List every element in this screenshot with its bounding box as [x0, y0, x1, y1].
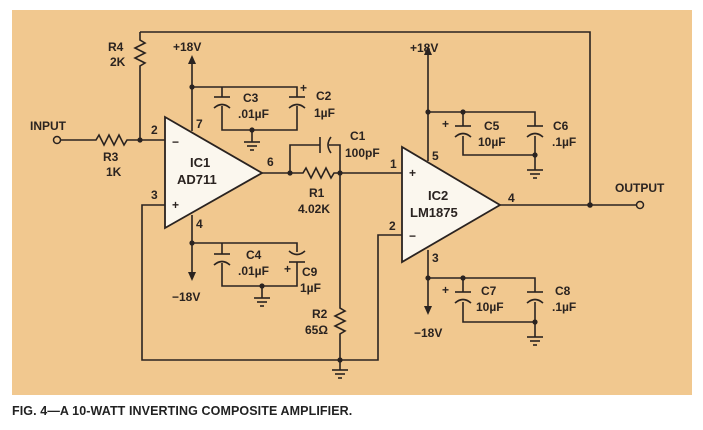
c1-wires	[289, 144, 341, 173]
ic1-pin2: 2	[151, 123, 158, 137]
capacitor-c7	[454, 291, 472, 304]
ic2-vneg-bypass-wires	[428, 277, 536, 337]
r3-value: 1K	[106, 165, 122, 179]
ground-icon	[527, 336, 543, 346]
c1-value: 100pF	[345, 146, 380, 160]
capacitor-c4	[213, 253, 231, 266]
circuit-schematic: R4 2K INPUT R3 1K IC1 AD711 − + 2 3 6 7 …	[30, 31, 665, 379]
ic1-opamp	[164, 115, 264, 230]
capacitor-c6	[526, 125, 544, 138]
c2-polarity: +	[300, 81, 307, 95]
ic1-vpos-bypass-wires	[192, 86, 298, 142]
output-terminal[interactable]	[635, 200, 645, 210]
c9-polarity: +	[284, 262, 291, 276]
c1-name: C1	[350, 129, 366, 143]
ic1-vneg-label: −18V	[172, 290, 200, 304]
c6-name: C6	[553, 119, 569, 133]
ic1-vneg-bypass-wires	[192, 242, 298, 298]
ic2-vpos-bypass-wires	[428, 111, 536, 170]
ground-icon	[254, 297, 270, 307]
ic1-plus: +	[172, 198, 179, 212]
c2-name: C2	[316, 89, 332, 103]
r2-name: R2	[312, 307, 328, 321]
ic2-pin1: 1	[390, 157, 397, 171]
ic2-pin5: 5	[432, 149, 439, 163]
input-terminal[interactable]	[52, 135, 62, 145]
ic2-vneg-label: −18V	[414, 326, 442, 340]
c8-name: C8	[555, 284, 571, 298]
junction-dot	[532, 319, 538, 325]
capacitor-c9	[288, 250, 306, 263]
ic2-plus: +	[409, 166, 416, 180]
ic1-pin3: 3	[151, 188, 158, 202]
ic1-name: IC1	[190, 155, 210, 170]
c9-name: C9	[302, 265, 318, 279]
resistor-r3	[61, 133, 165, 147]
ic1-pin6: 6	[267, 155, 274, 169]
ic2-part: LM1875	[410, 205, 458, 220]
ic2-name: IC2	[428, 188, 448, 203]
arrow-up-icon	[424, 46, 432, 55]
c7-value: 10µF	[476, 300, 504, 314]
c4-name: C4	[246, 248, 262, 262]
c6-value: .1µF	[552, 135, 576, 149]
ic1-minus: −	[172, 135, 179, 149]
capacitor-c8	[526, 291, 544, 304]
ic2-pin3: 3	[432, 251, 439, 265]
arrow-up-icon	[188, 55, 196, 64]
r3-name: R3	[103, 150, 119, 164]
feedback-wire	[140, 31, 591, 205]
junction-dot	[587, 202, 593, 208]
bottom-loop-wire	[141, 204, 402, 361]
arrow-down-icon	[188, 272, 196, 281]
figure-caption: FIG. 4—A 10-WATT INVERTING COMPOSITE AMP…	[12, 404, 353, 418]
c3-name: C3	[243, 91, 259, 105]
capacitor-c3	[213, 96, 231, 109]
ground-icon	[244, 141, 260, 151]
junction-dot	[532, 152, 538, 158]
resistor-r2	[333, 173, 347, 370]
r1-value: 4.02K	[298, 202, 330, 216]
c4-value: .01µF	[238, 264, 269, 278]
c3-value: .01µF	[238, 107, 269, 121]
input-label: INPUT	[30, 119, 67, 133]
ic2-pin4: 4	[508, 191, 515, 205]
ic2-vpos-label: +18V	[410, 41, 438, 55]
resistor-r1	[262, 166, 402, 180]
ground-icon	[332, 369, 348, 379]
ic1-pin7: 7	[196, 117, 203, 131]
ic2-opamp	[401, 145, 502, 264]
ic2-minus: −	[409, 229, 416, 243]
r4-value: 2K	[110, 55, 126, 69]
resistor-r4	[133, 32, 147, 140]
r2-value: 65Ω	[305, 323, 328, 337]
r4-name: R4	[108, 40, 124, 54]
junction-dot	[259, 283, 265, 289]
r1-name: R1	[309, 186, 325, 200]
schematic-panel	[12, 10, 692, 395]
c7-name: C7	[481, 284, 497, 298]
c7-polarity: +	[442, 283, 449, 297]
ic2-pin2: 2	[389, 219, 396, 233]
c5-polarity: +	[442, 117, 449, 131]
c8-value: .1µF	[552, 300, 576, 314]
c5-name: C5	[484, 119, 500, 133]
c2-value: 1µF	[314, 106, 335, 120]
ic1-part: AD711	[177, 172, 217, 187]
capacitor-c2	[288, 96, 306, 109]
junction-dot	[249, 127, 255, 133]
ic1-vpos-label: +18V	[173, 40, 201, 54]
capacitor-c5	[454, 125, 472, 138]
capacitor-c1	[319, 136, 332, 154]
ic1-pin4: 4	[196, 217, 203, 231]
junction-dot	[137, 137, 143, 143]
c9-value: 1µF	[300, 281, 321, 295]
ground-icon	[527, 169, 543, 179]
c5-value: 10µF	[478, 135, 506, 149]
arrow-down-icon	[424, 306, 432, 315]
output-label: OUTPUT	[615, 181, 665, 195]
